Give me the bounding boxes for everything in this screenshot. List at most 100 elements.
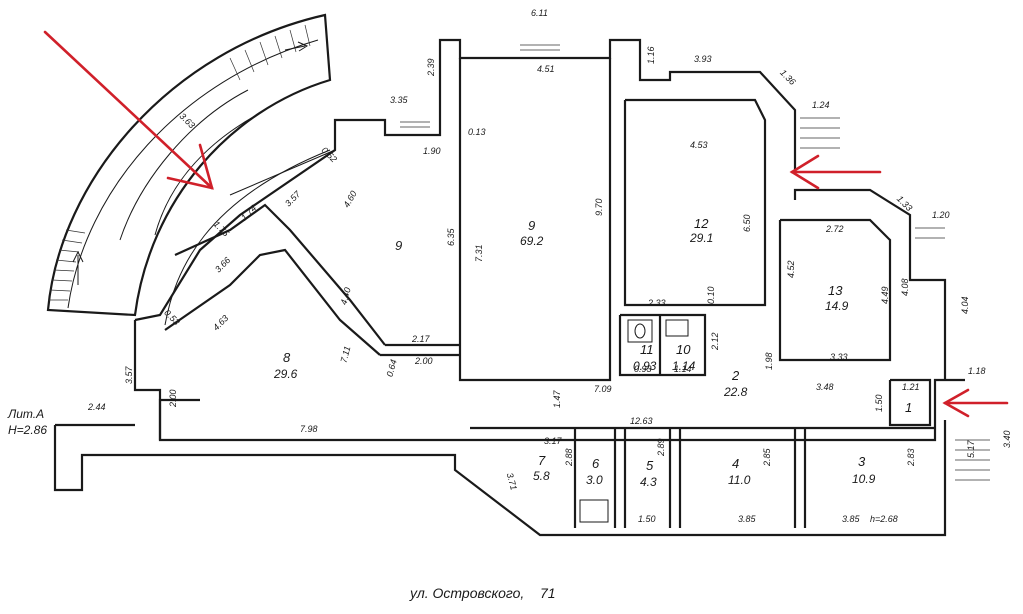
- dimension: 2.17: [411, 334, 431, 344]
- dimension: 7.11: [339, 345, 353, 364]
- dimension: 4.53: [690, 140, 708, 150]
- dimension: 1.98: [764, 352, 774, 370]
- dimension: 1.21: [902, 382, 920, 392]
- dimension: 12.63: [630, 416, 653, 426]
- dimension: 3.85: [842, 514, 861, 524]
- dimension: 1.50: [874, 394, 884, 412]
- dimension: 2.85: [762, 447, 772, 467]
- dimension: 3.57: [283, 188, 303, 208]
- fixtures: [579, 319, 689, 523]
- room-13-number: 13: [828, 283, 843, 298]
- dimension: 4.51: [537, 64, 555, 74]
- dimension: 6.35: [446, 227, 456, 246]
- entrance-arrow-right-lower: [942, 388, 1009, 418]
- room-8-area: 29.6: [273, 367, 298, 381]
- dimension: 3.35: [390, 95, 409, 105]
- room-6-number: 6: [592, 456, 600, 471]
- room-9b-number: 9: [395, 238, 402, 253]
- dimension: 3.48: [816, 382, 834, 392]
- dimension: 2.00: [414, 356, 433, 366]
- dimension: 4.52: [786, 260, 796, 278]
- room-4-area: 11.0: [728, 473, 751, 487]
- dimension: 2.89: [656, 438, 666, 457]
- room-2-area: 22.8: [723, 385, 748, 399]
- dimension: 4.63: [211, 313, 230, 332]
- dimension: 4.49: [880, 286, 890, 304]
- dimension: 1.36: [778, 68, 797, 87]
- dimension: 1.74: [239, 203, 258, 222]
- dimension: 3.66: [213, 255, 232, 274]
- dimension: 1.16: [646, 46, 656, 64]
- stairs-right: [400, 44, 990, 481]
- room-3-number: 3: [858, 454, 866, 469]
- dimension: 2.44: [87, 402, 106, 412]
- dimension: 2.83: [906, 448, 916, 467]
- dimension: 1.14: [674, 364, 692, 374]
- dimension: 4.04: [960, 296, 970, 314]
- dimension: 3.33: [830, 352, 848, 362]
- dimension: 1.50: [638, 514, 656, 524]
- room-5-area: 4.3: [640, 475, 657, 489]
- dimension: 4.08: [900, 278, 910, 296]
- room-8-number: 8: [283, 350, 291, 365]
- room-11-number: 11: [640, 342, 654, 357]
- room-2-number: 2: [731, 368, 740, 383]
- room-13-area: 14.9: [825, 299, 849, 313]
- dimension: 0.64: [385, 358, 399, 378]
- dimension-labels: 6.11 4.51 2.39 1.16 3.93 1.36 1.24 3.35 …: [87, 8, 1012, 524]
- room-5-number: 5: [646, 458, 654, 473]
- room-7-number: 7: [538, 453, 546, 468]
- dimension: 2.88: [564, 448, 574, 467]
- dimension: 5.17: [966, 439, 976, 458]
- dimension: 3.17: [544, 436, 563, 446]
- dimension: 1.33: [895, 194, 914, 213]
- liter-label: Лит.А: [7, 407, 44, 421]
- dimension: 0.93: [634, 364, 652, 374]
- room-10-number: 10: [676, 342, 691, 357]
- curved-terrace: [46, 13, 332, 317]
- room-3-area: 10.9: [852, 472, 876, 486]
- dimension: 1.90: [423, 146, 441, 156]
- height-label: H=2.86: [8, 423, 47, 437]
- room-9-area: 69.2: [520, 234, 544, 248]
- dimension: 2.00: [168, 389, 178, 408]
- room-7-area: 5.8: [533, 469, 550, 483]
- plan-labels: Лит.А H=2.86 ул. Островского, 71 h=2.68: [7, 407, 898, 601]
- room-12-number: 12: [694, 216, 709, 231]
- dimension: 0.10: [706, 286, 716, 304]
- dimension: 3.85: [738, 514, 757, 524]
- dimension: 3.63: [178, 111, 197, 130]
- entrance-arrow-right-upper: [789, 154, 882, 190]
- street-label: ул. Островского,: [409, 585, 524, 601]
- extra-height-label: h=2.68: [870, 514, 898, 524]
- room-6-area: 3.0: [586, 473, 603, 487]
- dimension: 2.12: [710, 332, 720, 351]
- dimension: 9.70: [594, 198, 604, 216]
- dimension: 7.09: [594, 384, 612, 394]
- dimension: 1.18: [968, 366, 986, 376]
- dimension: 2.33: [647, 298, 666, 308]
- dimension: 7.31: [474, 244, 484, 262]
- dimension: 1.47: [552, 389, 562, 408]
- outer-walls: [53, 38, 965, 537]
- dimension: 2.39: [426, 58, 436, 77]
- room-12-area: 29.1: [689, 231, 713, 245]
- dimension: 7.98: [300, 424, 318, 434]
- dimension: 3.93: [694, 54, 712, 64]
- dimension: 1.24: [812, 100, 830, 110]
- dimension: 0.13: [468, 127, 486, 137]
- partitions: [164, 58, 935, 528]
- dimension: 4.60: [341, 189, 358, 209]
- dimension: 1.20: [932, 210, 950, 220]
- dimension: 3.57: [124, 365, 134, 384]
- room-10-area: 1.14: [672, 359, 696, 373]
- room-9-number: 9: [528, 218, 535, 233]
- dimension: 6.11: [531, 8, 548, 18]
- dimension: 3.40: [1002, 430, 1012, 448]
- dimension: 2.72: [825, 224, 844, 234]
- dimension: 3.71: [505, 472, 519, 492]
- room-4-number: 4: [732, 456, 739, 471]
- room-labels: 1 2 22.8 3 10.9 4 11.0 5 4.3 6 3.0 7 5.8…: [273, 216, 912, 489]
- dimension: 4.40: [339, 286, 353, 306]
